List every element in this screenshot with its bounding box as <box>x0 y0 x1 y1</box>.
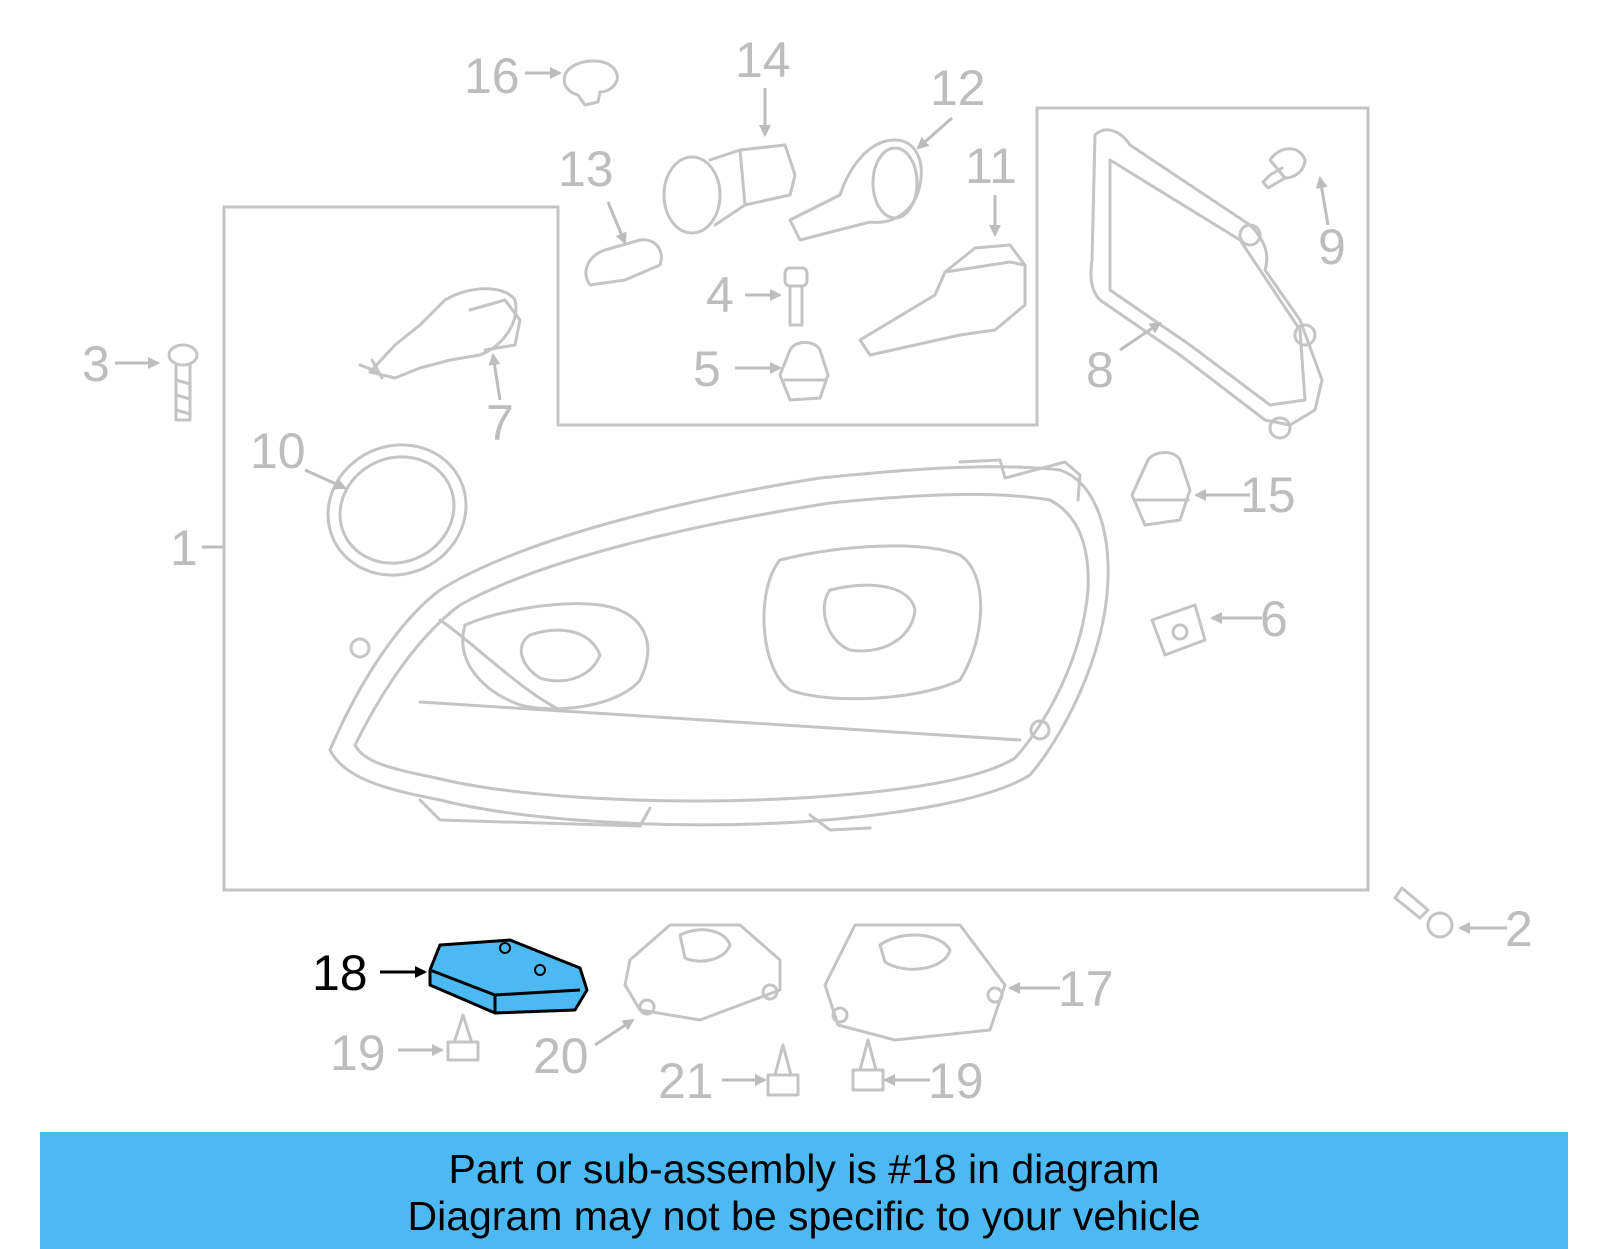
callout-8: 8 <box>1086 342 1114 398</box>
callout-1: 1 <box>170 520 198 576</box>
callout-6: 6 <box>1260 591 1288 647</box>
callout-labels: 16 14 12 13 11 4 5 3 9 8 7 10 1 15 6 2 1… <box>82 32 1533 1109</box>
callout-10: 10 <box>250 423 306 479</box>
callout-19-left: 19 <box>330 1025 386 1081</box>
banner-line-1: Part or sub-assembly is #18 in diagram <box>448 1146 1160 1192</box>
info-banner: Part or sub-assembly is #18 in diagram D… <box>40 1132 1568 1249</box>
clip-5 <box>778 341 830 402</box>
headlamp-assembly <box>328 458 1110 832</box>
bulb-14 <box>662 143 797 235</box>
screw-21 <box>766 1043 800 1097</box>
control-module-highlighted <box>428 938 589 1015</box>
bulb-socket <box>358 287 522 380</box>
callout-2: 2 <box>1505 901 1533 957</box>
assembly-frame <box>222 106 1370 892</box>
leader-lines <box>115 67 1507 1086</box>
bulb-13 <box>584 238 663 287</box>
callout-3: 3 <box>82 336 110 392</box>
housing-cover <box>1089 128 1324 440</box>
hid-bulb <box>858 243 1027 357</box>
ballast-17 <box>823 923 1007 1042</box>
screw-3 <box>167 343 199 422</box>
clip-nut-6 <box>1150 603 1207 657</box>
cap-16 <box>562 59 619 107</box>
callout-13: 13 <box>558 141 614 197</box>
screw-2 <box>1393 886 1454 939</box>
screw-9 <box>1261 147 1307 190</box>
callout-18: 18 <box>312 945 368 1001</box>
ballast-20 <box>623 923 782 1022</box>
callout-9: 9 <box>1318 219 1346 275</box>
screw-19-left <box>446 1013 480 1062</box>
retaining-ring <box>326 443 468 577</box>
callout-17: 17 <box>1058 961 1114 1017</box>
callout-5: 5 <box>693 341 721 397</box>
screw-19-right <box>851 1038 885 1092</box>
screw-4 <box>783 266 809 327</box>
callout-19-right: 19 <box>928 1053 984 1109</box>
callout-12: 12 <box>930 60 986 116</box>
callout-7: 7 <box>486 395 514 451</box>
callout-11: 11 <box>965 138 1017 194</box>
callout-15: 15 <box>1240 467 1296 523</box>
callout-4: 4 <box>706 267 734 323</box>
banner-line-2: Diagram may not be specific to your vehi… <box>407 1193 1201 1239</box>
clip-15 <box>1130 451 1192 527</box>
callout-20: 20 <box>533 1028 589 1084</box>
bulb-12 <box>788 138 923 242</box>
callout-16: 16 <box>464 48 520 104</box>
callout-14: 14 <box>735 32 791 88</box>
callout-21: 21 <box>658 1053 714 1109</box>
